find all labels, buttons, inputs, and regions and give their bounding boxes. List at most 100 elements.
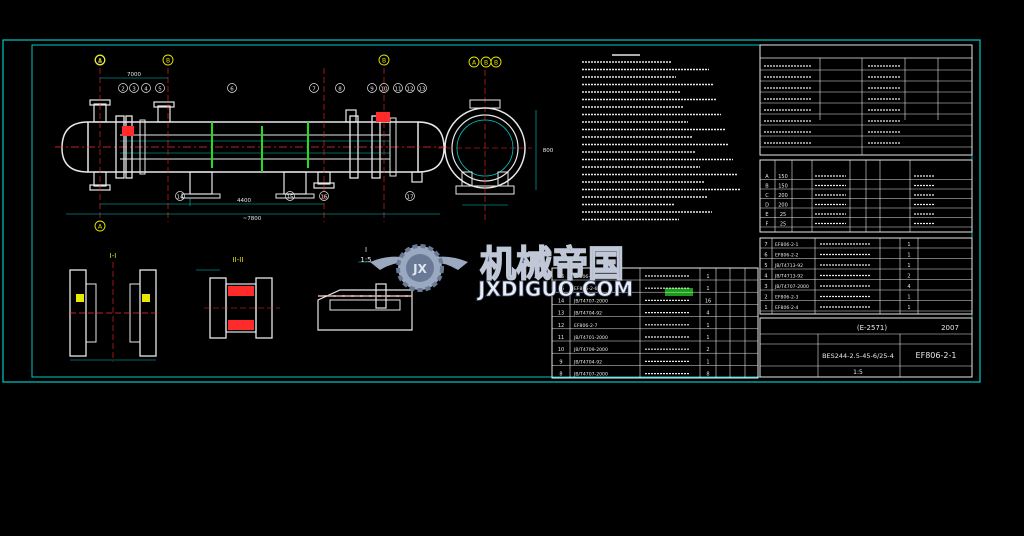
part-number: 14 xyxy=(558,298,564,304)
part-balloon: 5 xyxy=(155,83,165,93)
part-qty: 1 xyxy=(907,242,910,248)
part-qty: 1 xyxy=(706,274,709,280)
balloon-number: 15 xyxy=(287,195,294,201)
logo-letters: JX xyxy=(412,262,427,276)
gear-logo-icon: JX xyxy=(370,244,468,292)
part-number: 13 xyxy=(558,311,564,317)
part-balloon: 15 xyxy=(285,191,295,201)
axis-letter: B xyxy=(166,58,170,65)
title-drawing-no: EF806-2-1 xyxy=(916,351,957,360)
part-code: JB/T4707-2000 xyxy=(774,284,809,290)
part-balloon: 8 xyxy=(335,83,345,93)
part-qty: 1 xyxy=(907,263,910,269)
balloon-number: 4 xyxy=(144,87,148,93)
part-code: EF806-2-1 xyxy=(775,242,799,248)
axis-marker: B xyxy=(490,56,502,68)
nozzle-id: A xyxy=(765,174,769,180)
axis-letter: A xyxy=(98,58,103,65)
part-qty: 1 xyxy=(907,253,910,259)
axis-letter: A xyxy=(98,224,103,231)
balloon-number: 6 xyxy=(230,87,234,93)
part-number: 4 xyxy=(764,274,767,280)
axis-marker: A xyxy=(94,54,106,66)
title-code: (E-2571) xyxy=(857,324,887,332)
part-qty: 1 xyxy=(706,323,709,329)
balloon-number: 9 xyxy=(370,87,374,93)
nozzle-id: D xyxy=(765,203,769,209)
part-balloon: 6 xyxy=(227,83,237,93)
technical-requirements xyxy=(582,54,741,221)
balloon-number: 12 xyxy=(407,87,414,93)
axis-marker: B xyxy=(480,56,492,68)
nozzle-dn: 200 xyxy=(778,203,788,209)
detail-bolted-section xyxy=(317,261,413,331)
part-code: JB/T4701-2000 xyxy=(573,335,608,341)
nozzle-dn: 25 xyxy=(780,222,786,228)
balloon-number: 1 xyxy=(98,59,102,65)
part-qty: 1 xyxy=(907,295,910,301)
axis-marker: B xyxy=(162,54,174,66)
part-balloon: 14 xyxy=(175,191,185,201)
part-number: 12 xyxy=(558,323,564,329)
part-number: 7 xyxy=(764,242,767,248)
nozzle-id: B xyxy=(765,184,769,190)
part-code: EF806-2-6 xyxy=(574,286,598,292)
balloon-number: 11 xyxy=(395,87,402,93)
axis-marker: A xyxy=(468,56,480,68)
nozzle-dn: 150 xyxy=(778,184,788,190)
main-elevation-view xyxy=(55,68,450,222)
title-block: (E-2571) 2007 BES244-2.5-45-6/25-4 EF806… xyxy=(759,317,973,378)
balloon-number: 14 xyxy=(177,195,184,201)
part-number: 1 xyxy=(764,305,767,311)
sheet-frame-inner xyxy=(31,44,973,378)
part-balloon: 11 xyxy=(393,83,403,93)
part-code: JB/T4704-92 xyxy=(573,311,602,317)
balloon-number: 17 xyxy=(407,195,414,201)
dimension-text: 7000 xyxy=(127,72,141,78)
part-balloon: 17 xyxy=(405,191,415,201)
part-qty: 8 xyxy=(706,372,709,378)
part-number: 10 xyxy=(558,347,564,353)
part-code: JB/T4707-2000 xyxy=(573,372,608,378)
dimension-text: 800 xyxy=(543,148,554,154)
sheet-frame-outer xyxy=(2,39,981,383)
axis-letter: B xyxy=(494,60,498,67)
part-code: EF806-2-5 xyxy=(574,274,598,280)
design-data-table xyxy=(759,44,973,156)
balloon-number: 8 xyxy=(338,87,342,93)
part-number: 6 xyxy=(764,253,767,259)
part-qty: 4 xyxy=(706,311,709,317)
part-code: EF806-2-4 xyxy=(775,305,799,311)
nozzle-dn: 25 xyxy=(780,212,786,218)
part-qty: 1 xyxy=(706,335,709,341)
part-qty: 1 xyxy=(907,305,910,311)
nozzle-table xyxy=(759,159,973,233)
watermark-url: JXDIGUO.COM xyxy=(476,277,633,301)
axis-letter: B xyxy=(382,58,386,65)
balloon-number: 3 xyxy=(132,87,136,93)
view-label-4: 1:5 xyxy=(360,256,371,264)
part-number: 5 xyxy=(764,263,767,269)
part-qty: 4 xyxy=(907,284,910,290)
part-code: JB/T4713-92 xyxy=(774,263,803,269)
nozzle-id: F xyxy=(766,222,769,228)
nozzle-dn: 150 xyxy=(778,174,788,180)
part-qty: 1 xyxy=(706,359,709,365)
part-code: EF806-2-3 xyxy=(775,295,799,301)
part-qty: 1 xyxy=(706,286,709,292)
part-code: JB/T4707-2000 xyxy=(573,298,608,304)
balloon-number: 5 xyxy=(158,87,162,93)
balloon-number: 13 xyxy=(419,87,426,93)
part-code: EF806-2-2 xyxy=(775,253,799,259)
dimension-text: 4400 xyxy=(237,198,251,204)
part-balloon: 7 xyxy=(309,83,319,93)
balloon-number: 7 xyxy=(312,87,316,93)
part-balloon: 13 xyxy=(417,83,427,93)
title-date: 2007 xyxy=(941,324,959,332)
part-qty: 2 xyxy=(907,274,910,280)
part-number: 8 xyxy=(559,372,562,378)
